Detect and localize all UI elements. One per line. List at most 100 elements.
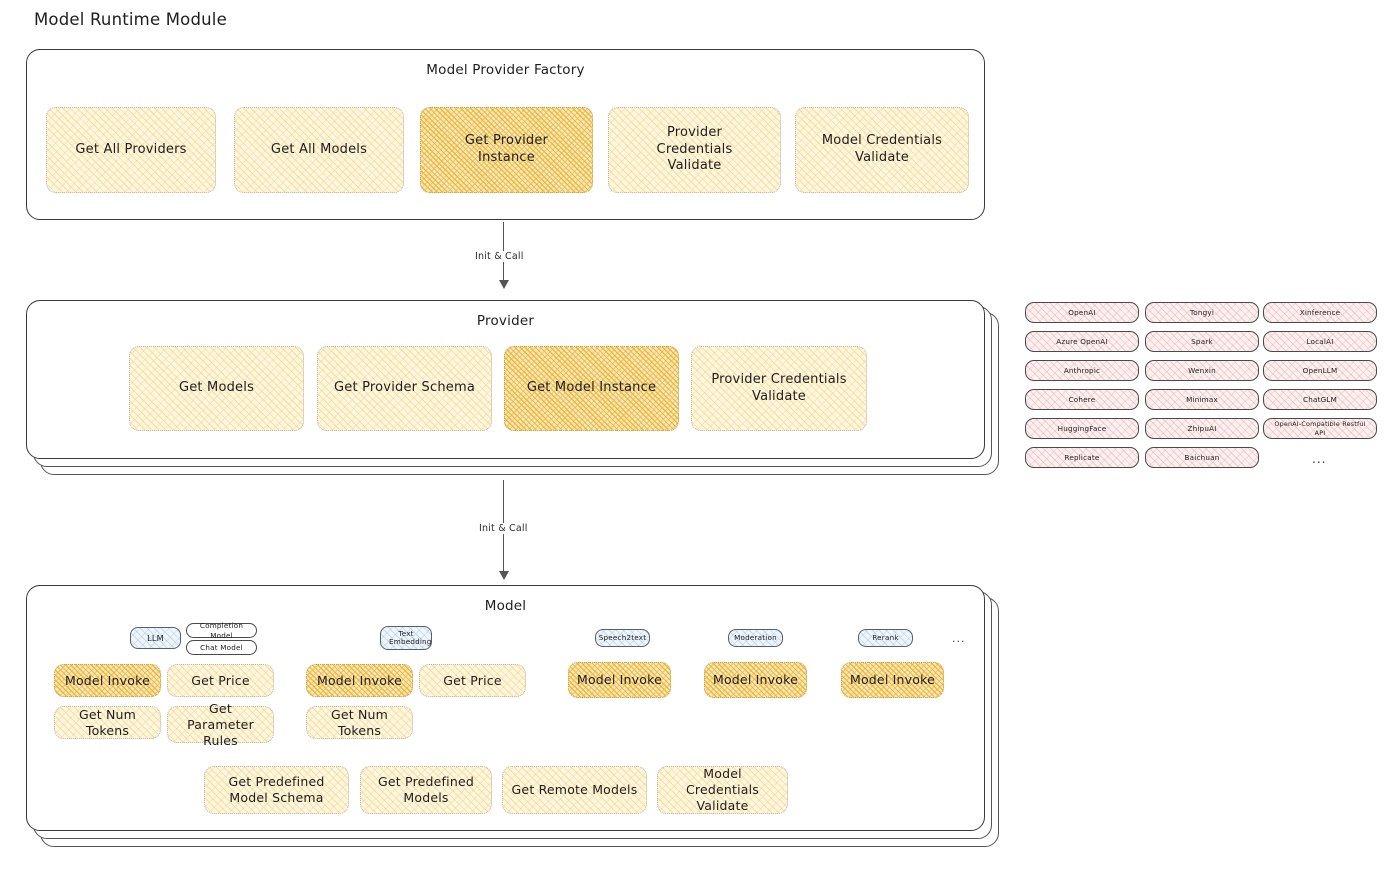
model-type-label: Moderation (734, 633, 777, 643)
model-subtype-label: Completion Model (199, 621, 244, 640)
node-label: Get Models (178, 380, 255, 396)
node-get-remote-models[interactable]: Get Remote Models (502, 766, 647, 814)
node-model-credentials-validate-factory[interactable]: Model Credentials Validate (795, 107, 969, 193)
node-label: Get Provider Schema (333, 380, 476, 396)
provider-chip-zhipuai[interactable]: ZhipuAI (1145, 418, 1259, 439)
model-provider-factory-title: Model Provider Factory (426, 62, 585, 78)
model-type-moderation[interactable]: Moderation (728, 629, 783, 647)
provider-chip-label: OpenAI (1068, 307, 1096, 317)
node-get-all-providers[interactable]: Get All Providers (46, 107, 216, 193)
provider-chip-label: Minimax (1186, 394, 1218, 404)
node-embedding-get-price[interactable]: Get Price (419, 664, 526, 697)
node-label: Provider Credentials Validate (711, 371, 847, 404)
node-llm-get-price[interactable]: Get Price (167, 664, 274, 697)
node-llm-model-invoke[interactable]: Model Invoke (54, 664, 161, 697)
model-type-text-embedding[interactable]: Text Embedding (380, 626, 432, 650)
node-label: Get Predefined Models (378, 774, 474, 805)
model-type-llm[interactable]: LLM (130, 627, 181, 649)
node-label: Model Invoke (576, 672, 663, 687)
provider-chip-baichuan[interactable]: Baichuan (1145, 447, 1259, 468)
model-subtype-chat-model[interactable]: Chat Model (186, 640, 257, 655)
arrow-2-label: Init & Call (475, 523, 532, 534)
provider-chip-localai[interactable]: LocalAI (1263, 331, 1377, 352)
provider-chip-openai-compatible-restful-api[interactable]: OpenAI-Compatible Restful API (1263, 418, 1377, 439)
provider-chip-tongyi[interactable]: Tongyi (1145, 302, 1259, 323)
provider-chip-chatglm[interactable]: ChatGLM (1263, 389, 1377, 410)
model-type-label: Speech2text (598, 633, 647, 643)
node-label: Model Invoke (712, 672, 799, 687)
provider-chip-openllm[interactable]: OpenLLM (1263, 360, 1377, 381)
node-llm-get-num-tokens[interactable]: Get Num Tokens (54, 706, 161, 739)
provider-chip-azure-openai[interactable]: Azure OpenAI (1025, 331, 1139, 352)
node-get-model-instance[interactable]: Get Model Instance (504, 346, 679, 431)
node-label: Model Invoke (316, 672, 403, 688)
provider-chip-openai[interactable]: OpenAI (1025, 302, 1139, 323)
node-get-predefined-model-schema[interactable]: Get Predefined Model Schema (204, 766, 349, 814)
model-type-speech2text[interactable]: Speech2text (595, 629, 650, 647)
provider-chip-xinference[interactable]: Xinference (1263, 302, 1377, 323)
node-label: Get Price (191, 672, 250, 688)
model-subtype-completion-model[interactable]: Completion Model (186, 621, 257, 640)
model-type-label: Text Embedding (389, 628, 432, 646)
page-title: Model Runtime Module (34, 10, 227, 29)
model-type-label: Rerank (872, 633, 899, 643)
node-get-provider-schema[interactable]: Get Provider Schema (317, 346, 492, 431)
node-get-predefined-models[interactable]: Get Predefined Models (360, 766, 492, 814)
provider-chip-anthropic[interactable]: Anthropic (1025, 360, 1139, 381)
provider-chip-label: Tongyi (1189, 307, 1215, 317)
model-subtype-label: Chat Model (200, 642, 243, 652)
node-provider-credentials-validate-factory[interactable]: Provider Credentials Validate (608, 107, 781, 193)
arrow-1-label: Init & Call (471, 251, 528, 262)
provider-chip-label: Azure OpenAI (1056, 336, 1108, 346)
node-label: Get Model Instance (526, 380, 657, 396)
provider-chip-label: HuggingFace (1057, 423, 1107, 433)
provider-chip-label: ChatGLM (1303, 394, 1337, 404)
provider-chip-cohere[interactable]: Cohere (1025, 389, 1139, 410)
node-label: Get Parameter Rules (187, 700, 254, 748)
node-provider-credentials-validate[interactable]: Provider Credentials Validate (691, 346, 867, 431)
node-embedding-get-num-tokens[interactable]: Get Num Tokens (306, 706, 413, 739)
node-label: Get Remote Models (511, 782, 638, 797)
provider-chip-wenxin[interactable]: Wenxin (1145, 360, 1259, 381)
model-container: Model (26, 585, 985, 831)
provider-chip-huggingface[interactable]: HuggingFace (1025, 418, 1139, 439)
node-rerank-model-invoke[interactable]: Model Invoke (841, 662, 944, 698)
arrow-1-head (499, 280, 509, 289)
node-model-credentials-validate-model[interactable]: Model Credentials Validate (657, 766, 788, 814)
node-speech2text-model-invoke[interactable]: Model Invoke (568, 662, 671, 698)
provider-chip-label: Wenxin (1188, 365, 1216, 375)
node-embedding-model-invoke[interactable]: Model Invoke (306, 664, 413, 697)
model-type-rerank[interactable]: Rerank (858, 629, 913, 647)
node-get-all-models[interactable]: Get All Models (234, 107, 404, 193)
node-label: Provider Credentials Validate (656, 125, 733, 174)
node-label: Get Price (443, 672, 502, 688)
provider-chip-label: Baichuan (1184, 452, 1220, 462)
provider-chip-label: Xinference (1299, 307, 1341, 317)
node-label: Get All Providers (75, 141, 187, 157)
model-title: Model (484, 598, 527, 614)
node-get-models[interactable]: Get Models (129, 346, 304, 431)
provider-chip-label: Replicate (1064, 452, 1100, 462)
provider-chip-label: OpenLLM (1302, 365, 1338, 375)
node-label: Get All Models (270, 141, 368, 157)
provider-chip-label: Spark (1191, 336, 1213, 346)
provider-chip-replicate[interactable]: Replicate (1025, 447, 1139, 468)
provider-chip-spark[interactable]: Spark (1145, 331, 1259, 352)
node-label: Get Provider Instance (464, 133, 549, 165)
node-label: Model Invoke (64, 672, 151, 688)
model-type-label: LLM (147, 632, 164, 643)
provider-chip-label: Anthropic (1063, 365, 1101, 375)
node-label: Model Invoke (849, 672, 936, 687)
node-get-provider-instance[interactable]: Get Provider Instance (420, 107, 593, 193)
node-llm-get-parameter-rules[interactable]: Get Parameter Rules (167, 701, 274, 748)
provider-chip-label: OpenAI-Compatible Restful API (1274, 420, 1366, 437)
provider-title: Provider (476, 313, 535, 329)
model-types-more-indicator: ... (952, 632, 966, 645)
provider-chip-label: LocalAI (1306, 336, 1334, 346)
node-label: Get Num Tokens (78, 706, 137, 738)
node-moderation-model-invoke[interactable]: Model Invoke (704, 662, 807, 698)
provider-chip-minimax[interactable]: Minimax (1145, 389, 1259, 410)
provider-chip-label: Cohere (1068, 394, 1096, 404)
node-label: Get Predefined Model Schema (228, 774, 325, 805)
